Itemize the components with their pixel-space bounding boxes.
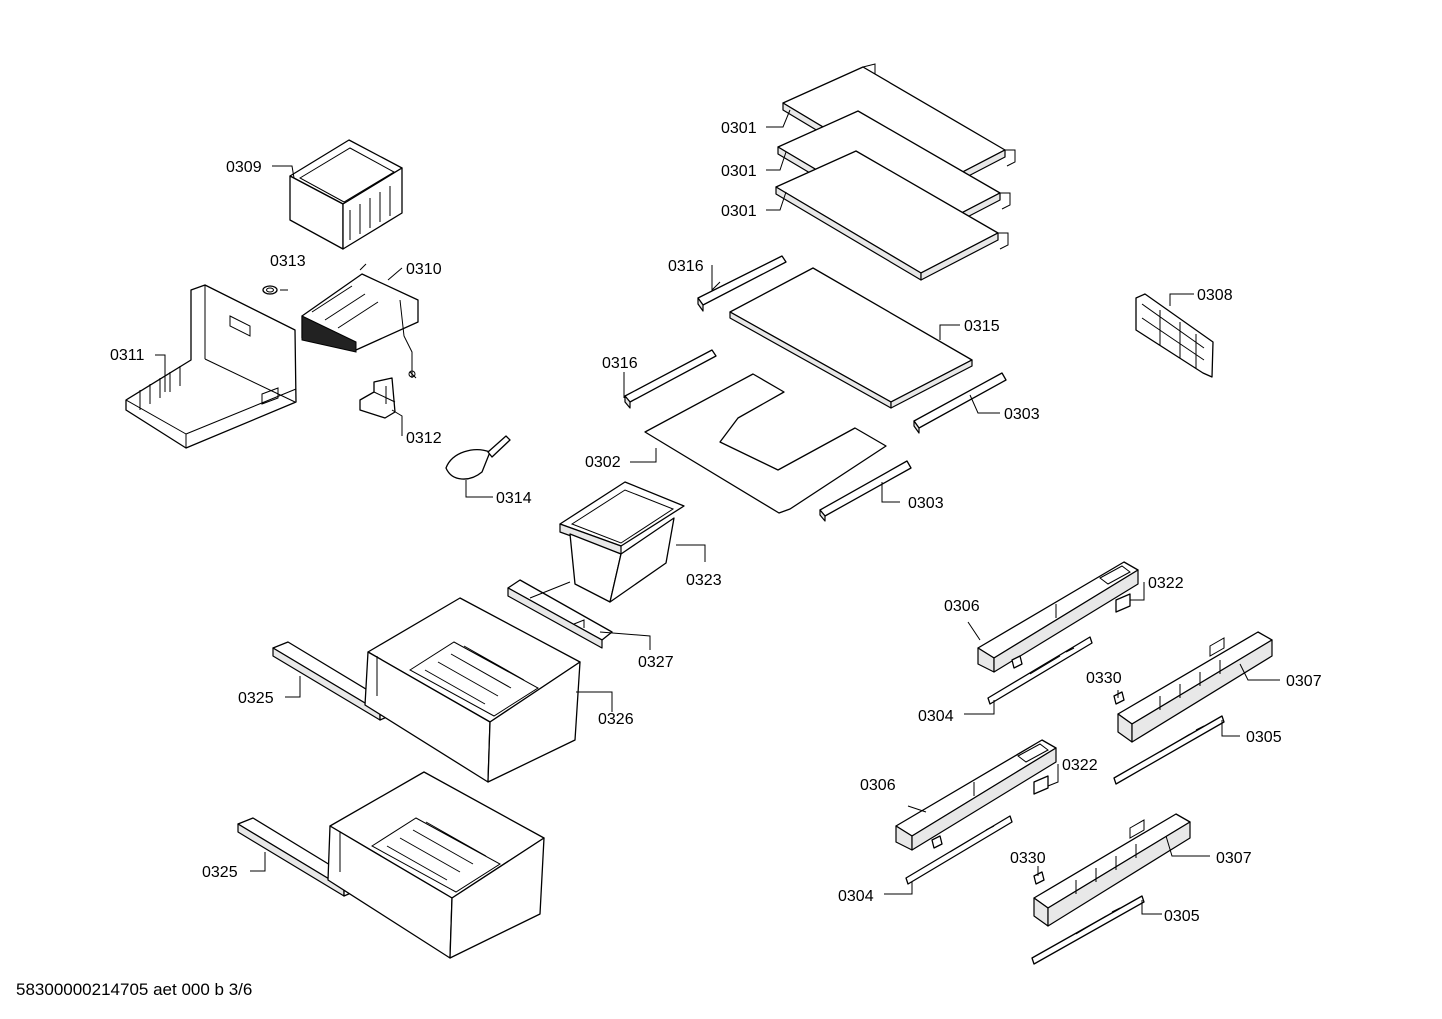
callout-0309: 0309 (226, 159, 262, 176)
callout-0308: 0308 (1197, 287, 1233, 304)
callout-0304-b: 0304 (838, 888, 874, 905)
callout-0325-a: 0325 (238, 690, 274, 707)
slide-rail-0305-a (1113, 715, 1225, 785)
glass-shelf-0301-c (775, 150, 1009, 281)
callout-0316-b: 0316 (602, 355, 638, 372)
part-0312 (359, 377, 396, 419)
slide-rail-0305-b (1031, 895, 1145, 965)
callout-0312: 0312 (406, 430, 442, 447)
trim-strip-0303-b (819, 460, 912, 522)
leader-lines (155, 109, 1280, 915)
callout-0330-a: 0330 (1086, 670, 1122, 687)
cover-plate-0302 (644, 373, 887, 514)
clip-0322-a (1115, 593, 1131, 613)
slide-rail-0304-a (987, 636, 1093, 705)
callout-0304-a: 0304 (918, 708, 954, 725)
callout-0306-b: 0306 (860, 777, 896, 794)
callout-0326: 0326 (598, 711, 634, 728)
callout-0316-a: 0316 (668, 258, 704, 275)
callout-0307-a: 0307 (1286, 673, 1322, 690)
trim-strip-0303-a (913, 372, 1007, 434)
clip-0322-b (1033, 775, 1049, 795)
callout-0303-b: 0303 (908, 495, 944, 512)
callout-0315: 0315 (964, 318, 1000, 335)
callout-0310: 0310 (406, 261, 442, 278)
ring-0313 (262, 285, 278, 295)
drawer-0326-lower (327, 771, 545, 959)
callout-0311: 0311 (110, 347, 145, 364)
callout-0322-a: 0322 (1148, 575, 1184, 592)
callout-0323: 0323 (686, 572, 722, 589)
callout-0305-a: 0305 (1246, 729, 1282, 746)
callout-0302: 0302 (585, 454, 621, 471)
bracket-0307-b (1033, 813, 1191, 927)
trim-strip-0316-a (697, 255, 787, 312)
clip-0330-a (1113, 691, 1125, 705)
callout-0301-a: 0301 (721, 120, 757, 137)
container-0323 (559, 481, 685, 603)
bracket-0307-a (1117, 631, 1273, 743)
clip-0330-small-b (931, 835, 943, 849)
drawer-0326-upper (364, 597, 581, 783)
trim-strip-0316-b (624, 349, 717, 409)
document-code: 58300000214705 aet 000 b 3/6 (16, 980, 253, 999)
ice-bin-0309 (289, 139, 403, 250)
housing-0311 (125, 284, 297, 449)
slide-rail-0304-b (905, 815, 1013, 885)
callout-0303-a: 0303 (1004, 406, 1040, 423)
rail-cover-0306-a (977, 561, 1139, 673)
rail-cover-0306-b (895, 739, 1057, 851)
callout-0313: 0313 (270, 253, 306, 270)
clip-0330-b (1033, 871, 1045, 885)
callout-0306-a: 0306 (944, 598, 980, 615)
rail-0327 (507, 579, 613, 649)
callout-0305-b: 0305 (1164, 908, 1200, 925)
callout-0330-b: 0330 (1010, 850, 1046, 867)
callout-0307-b: 0307 (1216, 850, 1252, 867)
clip-0330-small-a (1011, 655, 1023, 669)
callout-0325-b: 0325 (202, 864, 238, 881)
callout-0327: 0327 (638, 654, 674, 671)
bracket-0308 (1135, 293, 1214, 378)
callout-0322-b: 0322 (1062, 757, 1098, 774)
callout-0301-b: 0301 (721, 163, 757, 180)
scoop-0314 (445, 435, 511, 480)
callout-0301-c: 0301 (721, 203, 757, 220)
glass-plate-0315 (729, 267, 973, 409)
ice-maker-0310 (301, 263, 419, 379)
callout-0314: 0314 (496, 490, 532, 507)
